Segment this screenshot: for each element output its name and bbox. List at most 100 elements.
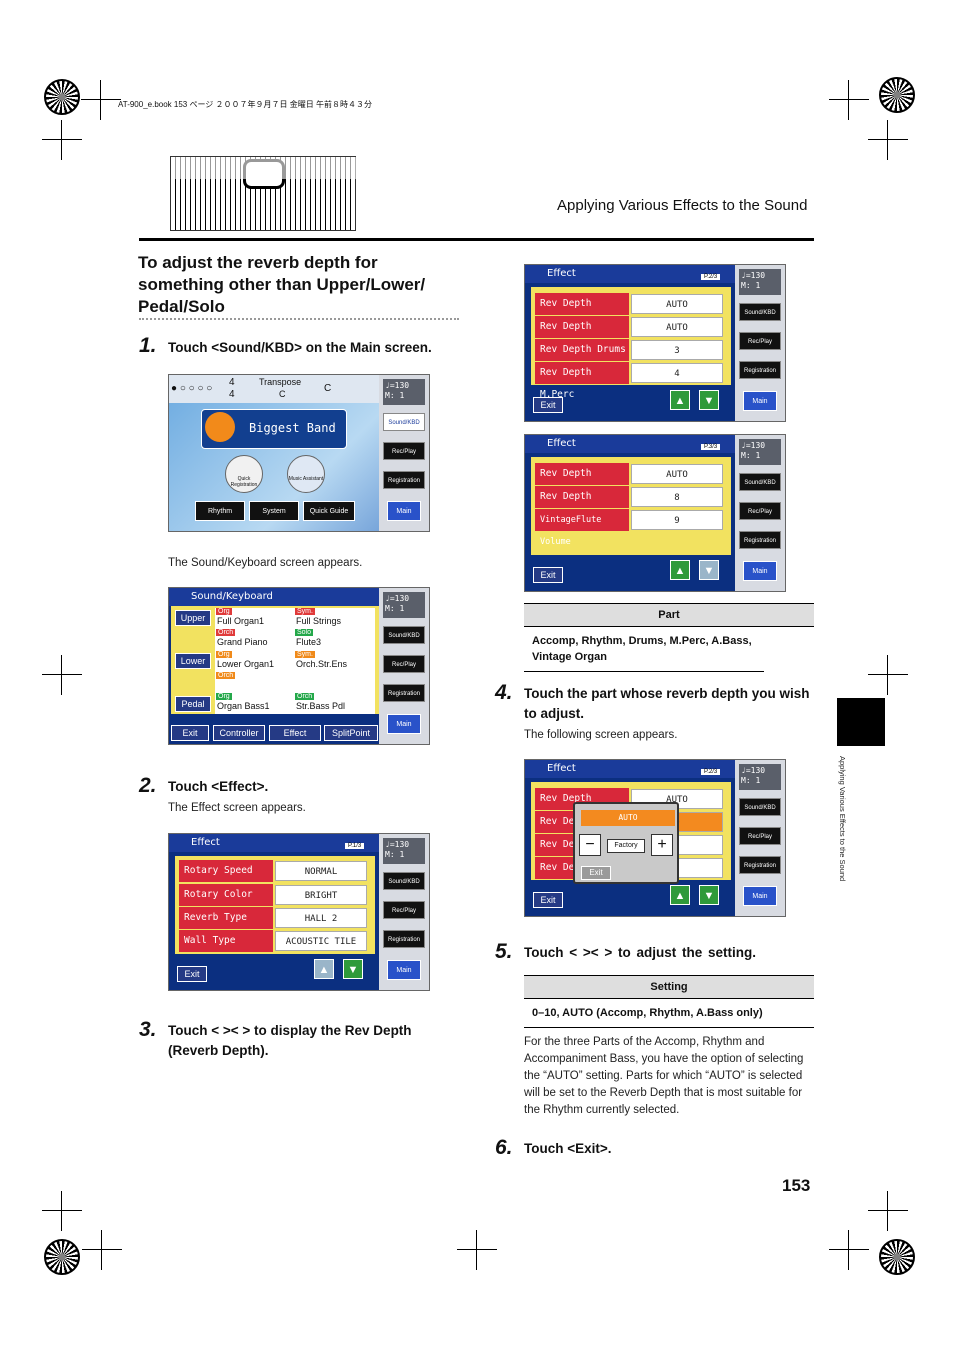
part-name[interactable]: Full Strings xyxy=(296,616,342,626)
factory-button[interactable]: Factory xyxy=(607,839,645,853)
transpose-label: Transpose xyxy=(259,377,302,387)
effect-row-value[interactable]: 8 xyxy=(631,487,723,507)
trumpet-icon xyxy=(205,412,235,442)
crop-mark-icon xyxy=(868,655,908,695)
step-number: 1. xyxy=(139,334,157,357)
rhythm-button[interactable]: Rhythm xyxy=(195,501,245,521)
part-name[interactable]: Flute3 xyxy=(296,637,322,647)
effect-row-value[interactable]: HALL 2 xyxy=(275,908,367,928)
effect-row-label: Reverb Type xyxy=(179,907,273,929)
registration-button[interactable]: Registration xyxy=(739,531,781,549)
system-button[interactable]: System xyxy=(249,501,299,521)
main-button[interactable]: Main xyxy=(387,501,421,521)
sound-kbd-button[interactable]: Sound/KBD xyxy=(383,626,425,644)
effect-row-value[interactable]: BRIGHT xyxy=(275,885,367,905)
effect-button[interactable]: Effect xyxy=(269,725,321,741)
effect-row-value[interactable]: 4 xyxy=(631,363,723,383)
down-arrow-icon[interactable]: ▼ xyxy=(699,885,719,905)
part-name[interactable]: Str.Bass Pdl xyxy=(296,701,346,711)
music-assistant-label: Music Assistant xyxy=(288,476,324,482)
table-header: Part xyxy=(524,603,814,627)
step-text: Touch <Exit>. xyxy=(524,1141,612,1156)
sound-kbd-button[interactable]: Sound/KBD xyxy=(383,872,425,890)
step-number: 3. xyxy=(139,1018,157,1041)
effect-row-value[interactable]: AUTO xyxy=(631,317,723,337)
rec-play-button[interactable]: Rec/Play xyxy=(383,901,425,919)
table-cell: 0–10, AUTO (Accomp, Rhythm, A.Bass only) xyxy=(524,999,814,1028)
up-arrow-icon[interactable]: ▲ xyxy=(670,390,690,410)
up-arrow-icon[interactable]: ▲ xyxy=(314,959,334,979)
rec-play-button[interactable]: Rec/Play xyxy=(739,502,781,520)
part-name[interactable]: Grand Piano xyxy=(217,637,268,647)
exit-button[interactable]: Exit xyxy=(171,725,209,741)
effect-row-value[interactable]: AUTO xyxy=(631,464,723,484)
quick-registration-button[interactable]: Quick Registration xyxy=(225,455,263,493)
exit-button[interactable]: Exit xyxy=(533,567,563,583)
controller-button[interactable]: Controller xyxy=(213,725,265,741)
step-number: 2. xyxy=(139,774,157,797)
main-button[interactable]: Main xyxy=(743,391,777,411)
registration-button[interactable]: Registration xyxy=(739,361,781,379)
effect-row-label[interactable]: Rev Depth M.Perc xyxy=(535,362,629,400)
page-indicator: P.1/3 xyxy=(345,843,365,849)
plus-button[interactable]: + xyxy=(651,834,673,856)
sound-kbd-button[interactable]: Sound/KBD xyxy=(739,473,781,491)
effect-row-label[interactable]: Rev Depth Drums xyxy=(535,339,629,361)
organ-illustration-icon xyxy=(170,156,357,231)
section-title: Applying Various Effects to the Sound xyxy=(557,197,808,214)
part-name[interactable]: Lower Organ1 xyxy=(217,659,275,669)
effect-row-label[interactable]: Rev Depth Rhythm xyxy=(535,316,629,354)
main-button[interactable]: Main xyxy=(387,714,421,734)
main-button[interactable]: Main xyxy=(743,886,777,906)
rec-play-button[interactable]: Rec/Play xyxy=(739,332,781,350)
down-arrow-icon[interactable]: ▼ xyxy=(699,390,719,410)
crop-mark-icon xyxy=(42,655,82,695)
sound-kbd-button[interactable]: Sound/KBD xyxy=(739,303,781,321)
rec-play-button[interactable]: Rec/Play xyxy=(383,655,425,673)
lower-button[interactable]: Lower xyxy=(175,653,211,669)
effect-row-label[interactable]: Rev Depth Vintage xyxy=(535,486,629,524)
effect-row-value[interactable]: NORMAL xyxy=(275,861,367,881)
popup-exit-button[interactable]: Exit xyxy=(581,866,611,880)
part-name[interactable]: Full Organ1 xyxy=(217,616,265,626)
effect-row-value[interactable]: 9 xyxy=(631,510,723,530)
splitpoint-button[interactable]: SplitPoint xyxy=(324,725,378,741)
up-arrow-icon[interactable]: ▲ xyxy=(670,885,690,905)
effect-row-value[interactable]: ACOUSTIC TILE xyxy=(275,931,367,951)
exit-button[interactable]: Exit xyxy=(533,397,563,413)
screen-title: Sound/Keyboard xyxy=(169,588,381,606)
effect-row-value[interactable]: AUTO xyxy=(631,294,723,314)
exit-button[interactable]: Exit xyxy=(533,892,563,908)
rhythm-label: Rhythm xyxy=(207,508,233,515)
effect-row-label[interactable]: Rev Depth Accomp xyxy=(535,293,629,331)
exit-button[interactable]: Exit xyxy=(177,966,207,982)
effect-row-label[interactable]: VintageFlute Volume xyxy=(535,509,629,547)
registration-button[interactable]: Registration xyxy=(739,856,781,874)
music-assistant-button[interactable]: Music Assistant xyxy=(287,455,325,493)
part-name[interactable]: Organ Bass1 xyxy=(217,701,270,711)
rec-play-button[interactable]: Rec/Play xyxy=(739,827,781,845)
down-arrow-icon[interactable]: ▼ xyxy=(343,959,363,979)
table-header: Setting xyxy=(524,975,814,999)
part-tag: Orch xyxy=(295,693,315,700)
rec-play-button[interactable]: Rec/Play xyxy=(383,442,425,460)
upper-button[interactable]: Upper xyxy=(175,610,211,626)
main-button[interactable]: Main xyxy=(743,561,777,581)
step-number: 4. xyxy=(495,681,513,704)
main-button[interactable]: Main xyxy=(387,960,421,980)
down-arrow-icon[interactable]: ▼ xyxy=(699,560,719,580)
pedal-button[interactable]: Pedal xyxy=(175,696,211,712)
part-name[interactable]: Orch.Str.Ens xyxy=(296,659,348,669)
up-arrow-icon[interactable]: ▲ xyxy=(670,560,690,580)
side-tab xyxy=(837,698,885,746)
sound-kbd-button[interactable]: Sound/KBD xyxy=(739,798,781,816)
quick-guide-button[interactable]: Quick Guide xyxy=(303,501,355,521)
sound-kbd-button[interactable]: Sound/KBD xyxy=(383,413,425,431)
effect-row-value[interactable]: 3 xyxy=(631,340,723,360)
minus-button[interactable]: − xyxy=(579,834,601,856)
registration-button[interactable]: Registration xyxy=(383,684,425,702)
registration-button[interactable]: Registration xyxy=(383,930,425,948)
registration-button[interactable]: Registration xyxy=(383,471,425,489)
effect-row-label[interactable]: Rev Depth A.Bass xyxy=(535,463,629,501)
